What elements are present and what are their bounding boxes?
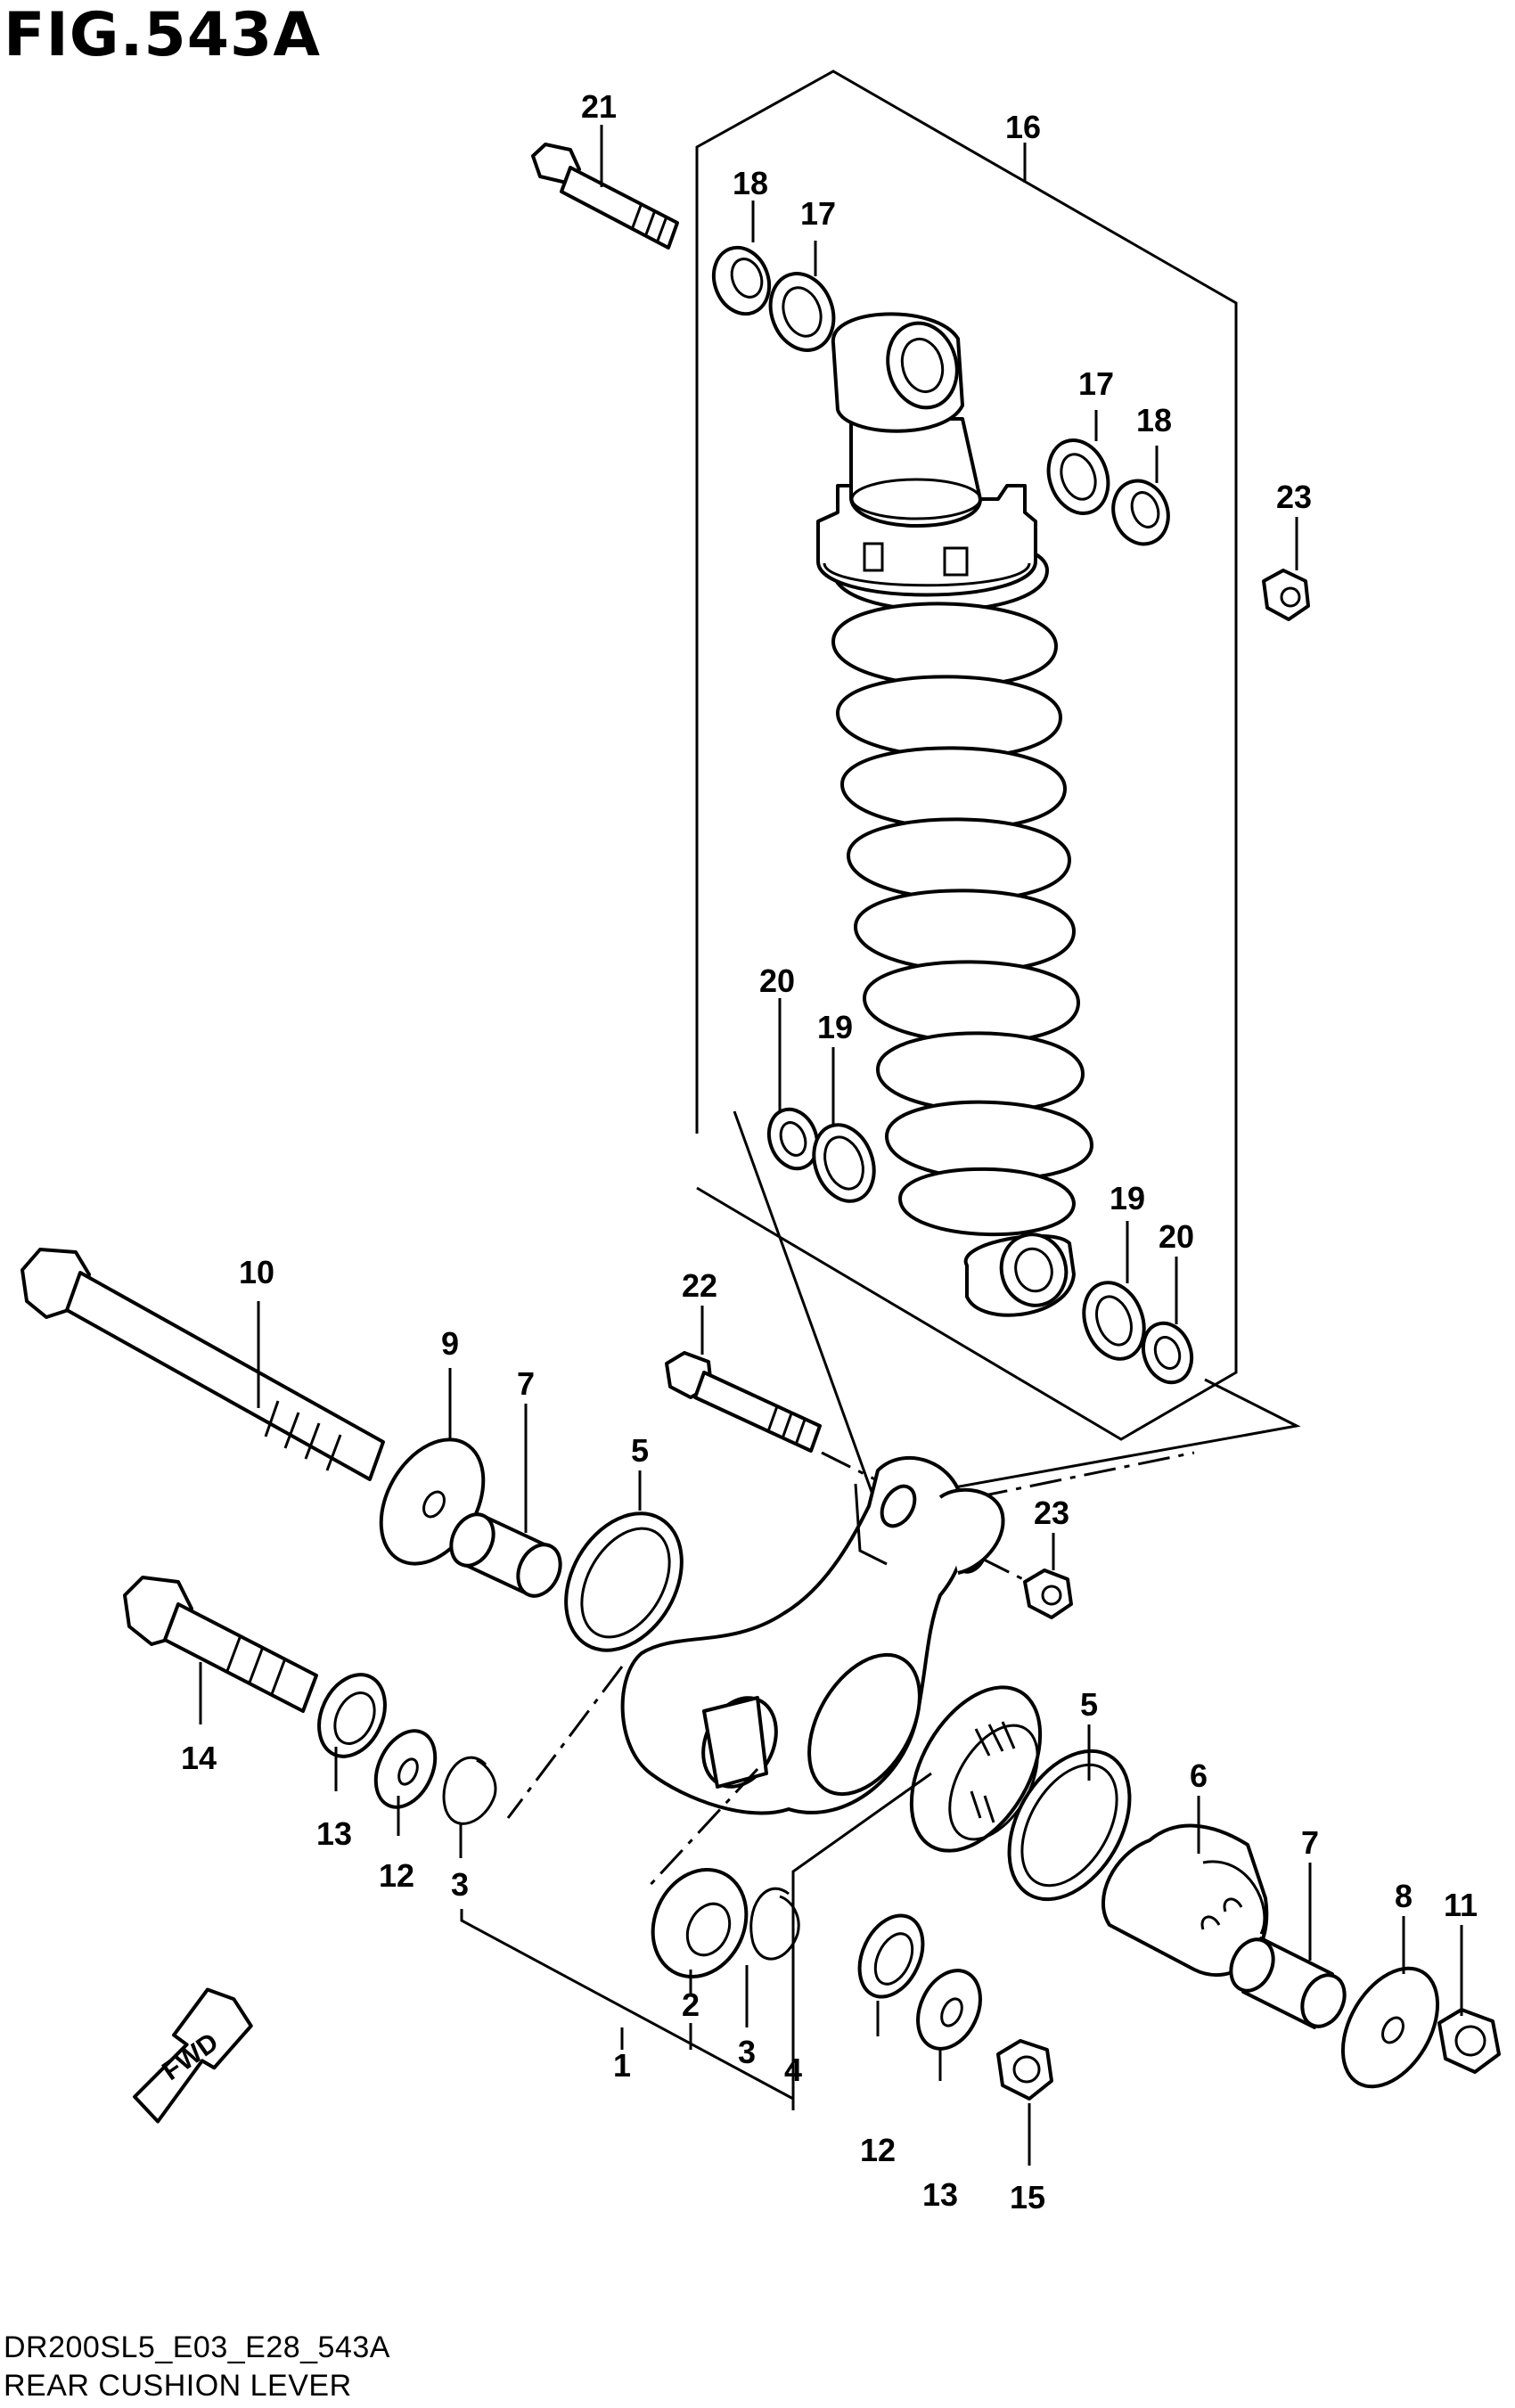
assembly-16-boundary (695, 70, 1238, 1441)
callout-labels: 21 16 18 17 17 18 23 20 19 19 20 10 22 9… (181, 88, 1478, 2216)
callout-9: 9 (441, 1325, 459, 1362)
collar-18-top-left[interactable] (705, 240, 778, 322)
bearing-2[interactable] (635, 1855, 763, 1993)
callout-6: 6 (1190, 1757, 1208, 1794)
bolt-10[interactable] (20, 1248, 385, 1481)
damper-body (849, 417, 982, 528)
callout-4: 4 (784, 2052, 802, 2088)
callout-13a: 13 (316, 1815, 352, 1852)
callout-5b: 5 (1080, 1686, 1098, 1723)
cushion-lever[interactable] (620, 1455, 1005, 1815)
callout-5a: 5 (631, 1432, 649, 1469)
callout-7b: 7 (1301, 1824, 1319, 1861)
leader-dash-23 (979, 1556, 1024, 1581)
callout-19b: 19 (1110, 1180, 1145, 1216)
callout-17a: 17 (800, 195, 836, 232)
collar-7-left[interactable] (443, 1508, 568, 1603)
callout-23b: 23 (1034, 1495, 1069, 1531)
leader-dash (975, 1451, 1195, 1499)
bushing-17-top-left[interactable] (760, 265, 844, 359)
fwd-arrow: FWD (133, 1987, 253, 2124)
callout-2: 2 (682, 1986, 700, 2023)
callout-18a: 18 (733, 165, 768, 201)
circlip-3-left[interactable] (442, 1756, 497, 1825)
callout-14: 14 (181, 1740, 217, 1776)
callout-7a: 7 (517, 1365, 535, 1402)
bolt-21[interactable] (531, 143, 679, 250)
callout-10: 10 (239, 1254, 274, 1290)
callout-3b: 3 (738, 2034, 756, 2070)
bushing-17-top-right[interactable] (1039, 432, 1118, 522)
bolt-14[interactable] (123, 1576, 318, 1713)
callout-8: 8 (1395, 1878, 1413, 1914)
seal-5-left[interactable] (543, 1493, 705, 1671)
collar-20-lower-right[interactable] (1135, 1316, 1200, 1389)
leader-lines (199, 125, 1463, 2166)
collar-18-top-right[interactable] (1104, 473, 1176, 552)
circlip-3-right[interactable] (749, 1887, 800, 1961)
callout-13b: 13 (922, 2176, 958, 2213)
callout-12a: 12 (379, 1857, 414, 1894)
coil-spring (831, 535, 1093, 1236)
callout-20a: 20 (759, 962, 795, 999)
callout-23a: 23 (1276, 479, 1312, 515)
rear-shock-absorber[interactable] (816, 312, 1093, 1317)
nut-23-top[interactable] (1262, 569, 1310, 621)
bushing-13-right[interactable] (906, 1961, 993, 2059)
bolt-22[interactable] (665, 1351, 822, 1453)
callout-21: 21 (581, 88, 617, 125)
callout-22: 22 (682, 1267, 717, 1304)
callout-16: 16 (1005, 109, 1041, 145)
bushing-19-lower-left[interactable] (804, 1117, 884, 1210)
assembly-16-leader-box (733, 1110, 1301, 1503)
washer-8[interactable] (1323, 1952, 1457, 2103)
callout-19a: 19 (817, 1009, 853, 1045)
callout-20b: 20 (1159, 1218, 1194, 1255)
seal-5-right[interactable] (985, 1730, 1154, 1921)
callout-15: 15 (1010, 2179, 1045, 2216)
model-code: DR200SL5_E03_E28_543A (4, 2330, 390, 2364)
leader-dash-lever-bottom (644, 1767, 759, 1891)
callout-3a: 3 (451, 1866, 469, 1903)
washer-12-left[interactable] (364, 1722, 446, 1817)
callout-17b: 17 (1078, 365, 1114, 402)
bearing-4[interactable] (885, 1665, 1067, 1872)
leader-dash-22 (821, 1451, 876, 1481)
nut-11[interactable] (1437, 2008, 1501, 2074)
callout-1: 1 (613, 2047, 631, 2084)
figure-title: FIG.543A (4, 0, 321, 70)
callout-12b: 12 (860, 2132, 896, 2168)
callout-11: 11 (1444, 1887, 1478, 1923)
collar-20-lower-left[interactable] (761, 1102, 825, 1175)
nut-23-lower[interactable] (1023, 1568, 1073, 1619)
spacer-6[interactable] (1101, 1823, 1269, 1978)
nut-15[interactable] (996, 2039, 1053, 2101)
callout-18b: 18 (1136, 402, 1172, 438)
section-name: REAR CUSHION LEVER (4, 2369, 352, 2403)
leader-dash-lever-left (506, 1666, 624, 1819)
bushing-13-left[interactable] (307, 1664, 397, 1767)
collar-7-right[interactable] (1223, 1933, 1352, 2034)
bushing-19-lower-right[interactable] (1074, 1274, 1154, 1368)
washer-12-right[interactable] (848, 1905, 936, 2007)
